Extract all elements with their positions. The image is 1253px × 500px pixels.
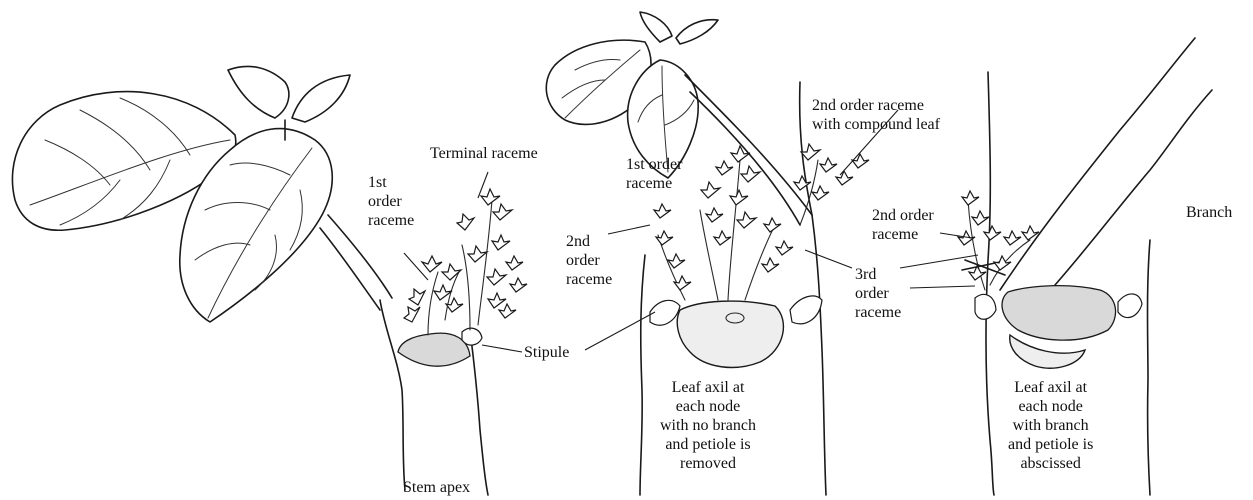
flower-cluster-right	[958, 191, 1039, 280]
label-stem-apex: Stem apex	[403, 478, 470, 497]
label-first-order-raceme-mid: 1st order raceme	[626, 155, 682, 193]
label-stipule: Stipule	[524, 343, 569, 362]
label-terminal-raceme: Terminal raceme	[430, 144, 538, 163]
label-second-order-raceme-compound: 2nd order raceme with compound leaf	[812, 96, 940, 134]
mid-apex-bud-a	[640, 12, 672, 42]
label-leaf-axil-no-branch: Leaf axil at each node with no branch an…	[660, 378, 756, 473]
label-second-order-raceme-mid: 2nd order raceme	[566, 232, 612, 289]
mid-apex-bud-b	[676, 20, 718, 44]
branch-shape	[1000, 38, 1195, 290]
leaf-scar-mid	[677, 301, 783, 367]
stem-apex-drawing	[12, 66, 527, 495]
label-branch: Branch	[1186, 203, 1232, 222]
stipule-shape	[462, 328, 482, 345]
flower-cluster-mid	[654, 144, 869, 290]
label-first-order-raceme-left: 1st order raceme	[368, 173, 414, 230]
flower-cluster-left	[404, 189, 527, 322]
apex-bud-right	[292, 75, 350, 122]
branch-collar	[1002, 286, 1116, 341]
label-second-order-raceme-right: 2nd order raceme	[872, 206, 934, 244]
label-leaf-axil-with-branch: Leaf axil at each node with branch and p…	[1008, 378, 1093, 473]
apex-bud-left	[228, 66, 289, 118]
label-third-order-raceme: 3rd order raceme	[855, 265, 901, 322]
